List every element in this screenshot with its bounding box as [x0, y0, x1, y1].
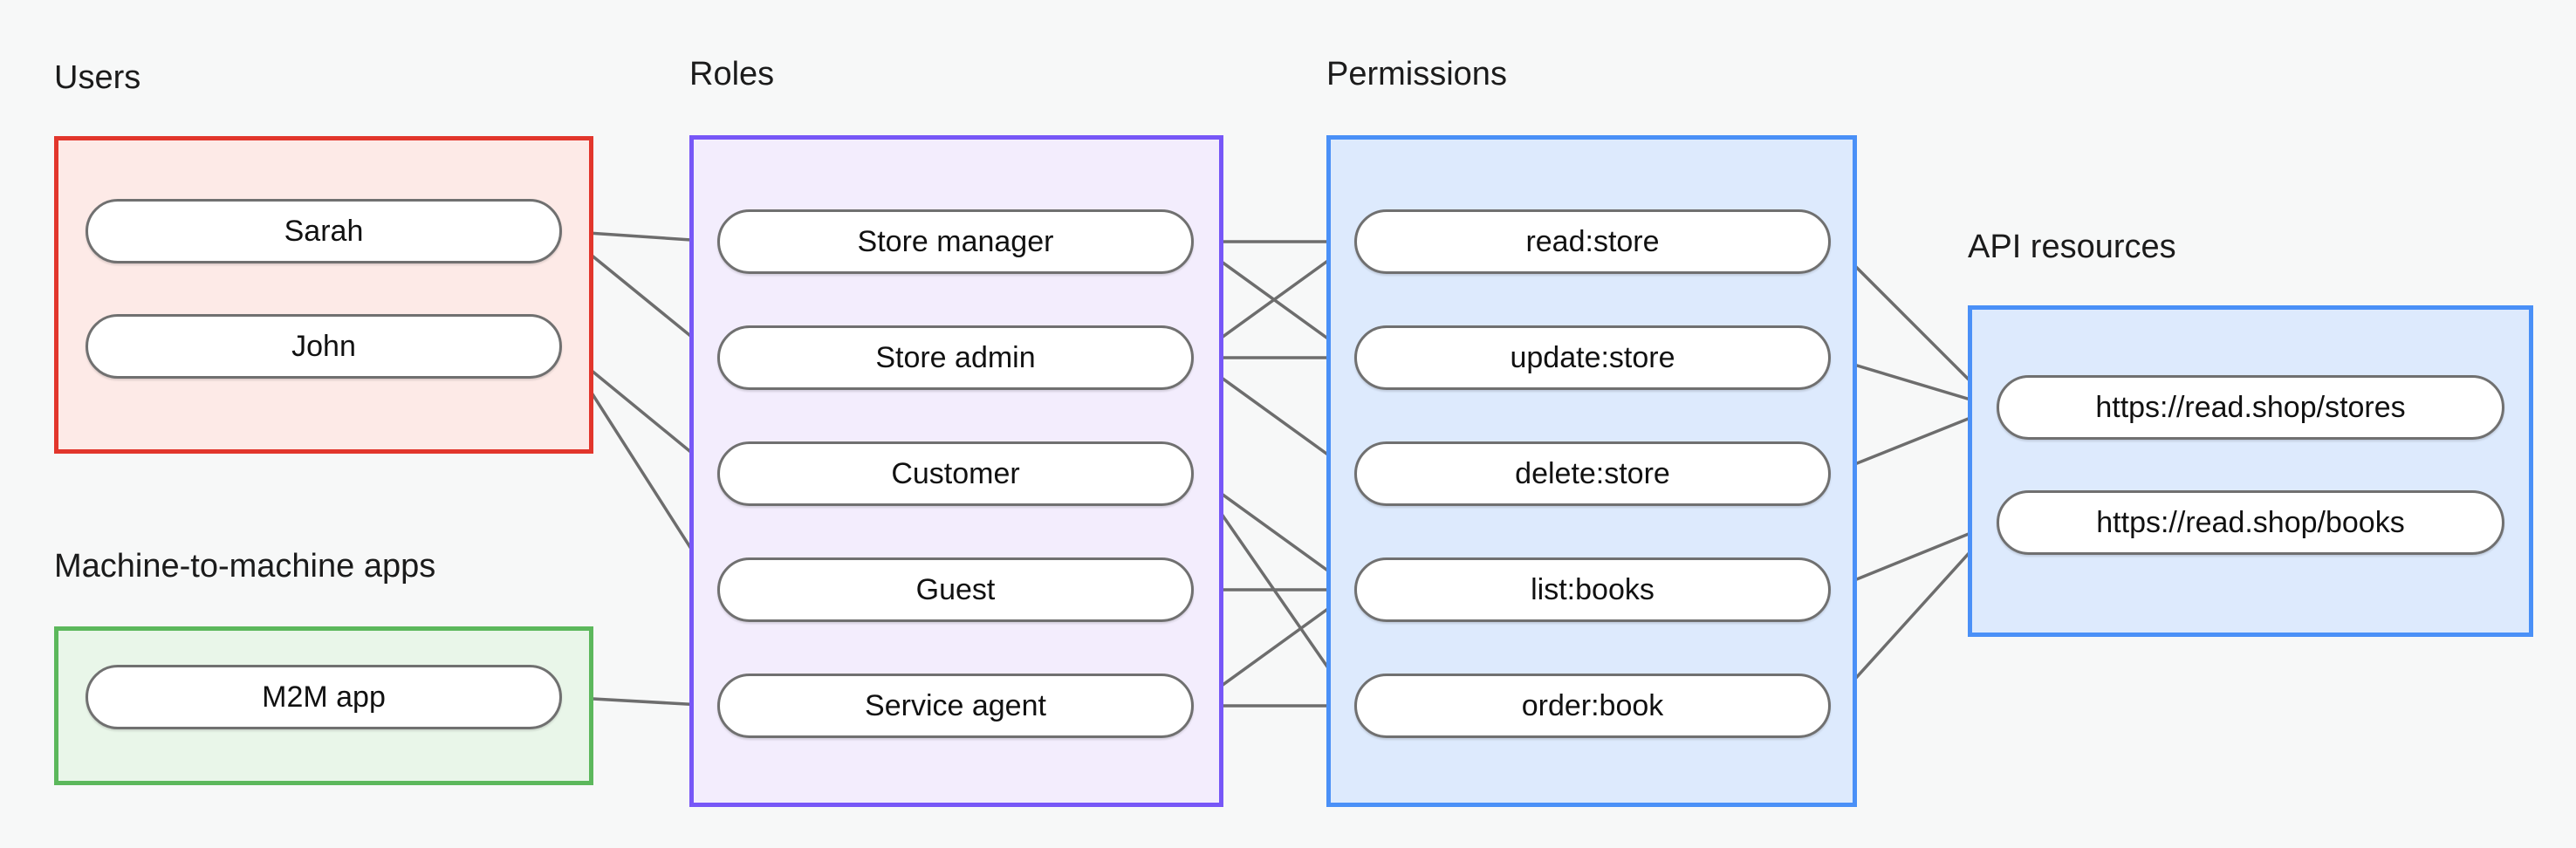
- node-update-store[interactable]: update:store: [1354, 325, 1831, 390]
- node-stores-url[interactable]: https://read.shop/stores: [1997, 375, 2504, 440]
- node-sarah[interactable]: Sarah: [86, 199, 562, 263]
- group-caption-api-resources: API resources: [1968, 229, 2176, 265]
- node-store-admin[interactable]: Store admin: [717, 325, 1194, 390]
- node-read-store[interactable]: read:store: [1354, 209, 1831, 274]
- node-customer[interactable]: Customer: [717, 441, 1194, 506]
- node-service-agent[interactable]: Service agent: [717, 674, 1194, 738]
- node-john[interactable]: John: [86, 314, 562, 379]
- group-box-users: [54, 136, 593, 454]
- node-books-url[interactable]: https://read.shop/books: [1997, 490, 2504, 555]
- node-list-books[interactable]: list:books: [1354, 557, 1831, 622]
- node-order-book[interactable]: order:book: [1354, 674, 1831, 738]
- group-caption-users: Users: [54, 59, 141, 96]
- node-m2m-app[interactable]: M2M app: [86, 665, 562, 729]
- node-delete-store[interactable]: delete:store: [1354, 441, 1831, 506]
- group-caption-m2m: Machine-to-machine apps: [54, 548, 436, 585]
- node-store-manager[interactable]: Store manager: [717, 209, 1194, 274]
- node-guest[interactable]: Guest: [717, 557, 1194, 622]
- group-caption-permissions: Permissions: [1326, 56, 1507, 92]
- group-box-api-resources: [1968, 305, 2533, 637]
- group-caption-roles: Roles: [689, 56, 775, 92]
